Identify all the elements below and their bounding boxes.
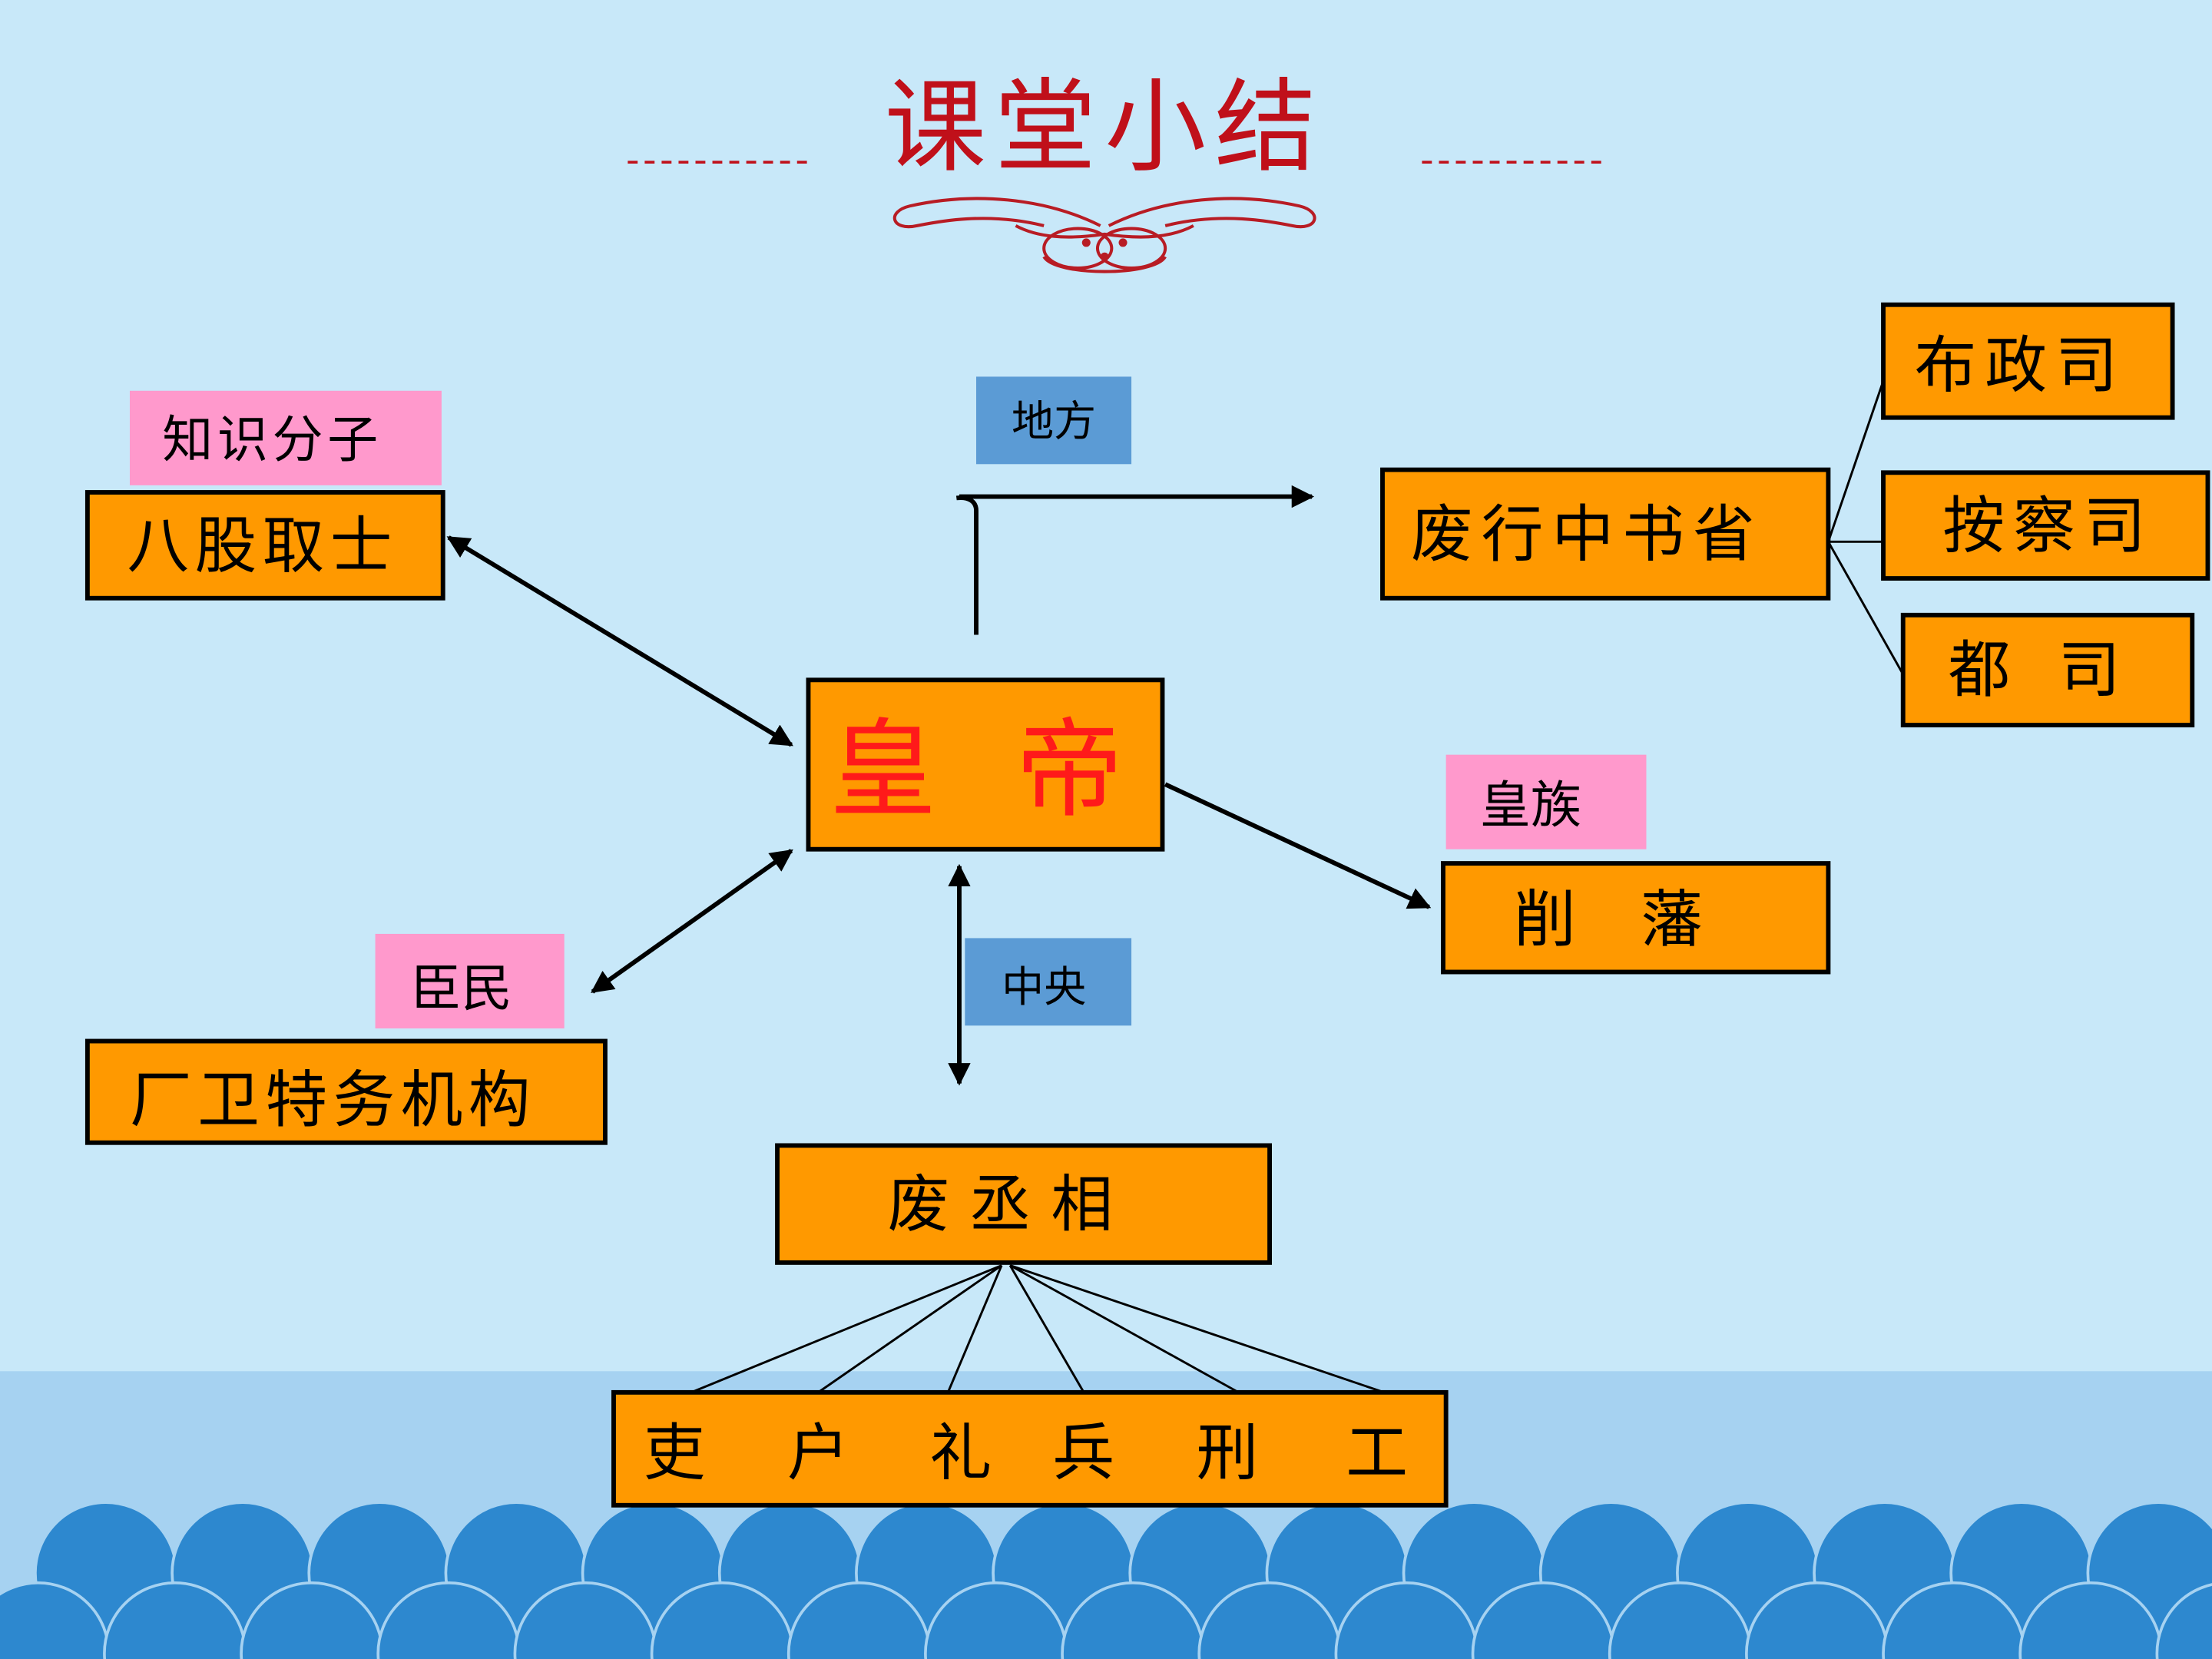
arrow-emperor-eight-legged xyxy=(446,535,793,747)
svg-text:废丞相: 废丞相 xyxy=(887,1169,1133,1241)
ministry-branches xyxy=(690,1264,1397,1398)
label-intellectuals: 知识分子 xyxy=(129,390,442,485)
arrow-emperor-secretariat xyxy=(955,497,1312,635)
box-xuefan: 削 藩 xyxy=(1441,861,1831,975)
svg-text:臣民: 臣民 xyxy=(410,959,512,1018)
svg-text:地方: 地方 xyxy=(1012,397,1096,446)
svg-text:皇 帝: 皇 帝 xyxy=(830,707,1146,833)
ministry-1: 户 xyxy=(787,1417,849,1489)
box-six-ministries: 吏 户 礼 兵 刑 工 xyxy=(611,1389,1449,1508)
arrow-emperor-changwei xyxy=(591,849,793,994)
label-central: 中央 xyxy=(965,938,1132,1026)
svg-text:中央: 中央 xyxy=(1002,962,1086,1012)
box-abolish-chancellor: 废丞相 xyxy=(775,1143,1272,1265)
box-buzhengsi: 布政司 xyxy=(1881,302,2175,420)
box-dusi: 都 司 xyxy=(1900,612,2195,728)
label-subjects: 臣民 xyxy=(375,933,565,1028)
svg-text:皇族: 皇族 xyxy=(1480,776,1581,835)
title-flourish xyxy=(892,197,1316,273)
svg-text:废行中书省: 废行中书省 xyxy=(1411,499,1763,571)
box-anchasi: 按察司 xyxy=(1881,470,2210,581)
ministry-0: 吏 xyxy=(644,1417,706,1489)
svg-text:都 司: 都 司 xyxy=(1949,634,2134,707)
svg-text:八股取士: 八股取士 xyxy=(127,510,398,582)
svg-text:厂卫特务机构: 厂卫特务机构 xyxy=(130,1065,536,1137)
label-local: 地方 xyxy=(976,376,1132,465)
svg-text:削 藩: 削 藩 xyxy=(1514,884,1725,956)
slide-title: 课堂小结 xyxy=(885,68,1325,187)
secretariat-branches xyxy=(1827,380,1905,675)
box-abolish-secretariat: 废行中书省 xyxy=(1380,467,1831,601)
ministry-2: 礼 xyxy=(929,1417,992,1489)
wave-decoration xyxy=(0,1501,2212,1659)
ministry-5: 工 xyxy=(1346,1417,1408,1489)
ministry-4: 刑 xyxy=(1197,1417,1259,1489)
box-eight-legged: 八股取士 xyxy=(84,490,445,601)
label-royal-clan: 皇族 xyxy=(1445,754,1647,849)
ministry-3: 兵 xyxy=(1052,1417,1114,1489)
box-emperor: 皇 帝 xyxy=(806,677,1165,852)
svg-text:知识分子: 知识分子 xyxy=(162,410,382,469)
wave-scallop xyxy=(2155,1583,2212,1659)
svg-text:按察司: 按察司 xyxy=(1942,491,2154,563)
svg-text:布政司: 布政司 xyxy=(1914,329,2125,402)
arrow-emperor-xuefan xyxy=(1164,782,1432,909)
box-changwei: 厂卫特务机构 xyxy=(84,1038,608,1145)
